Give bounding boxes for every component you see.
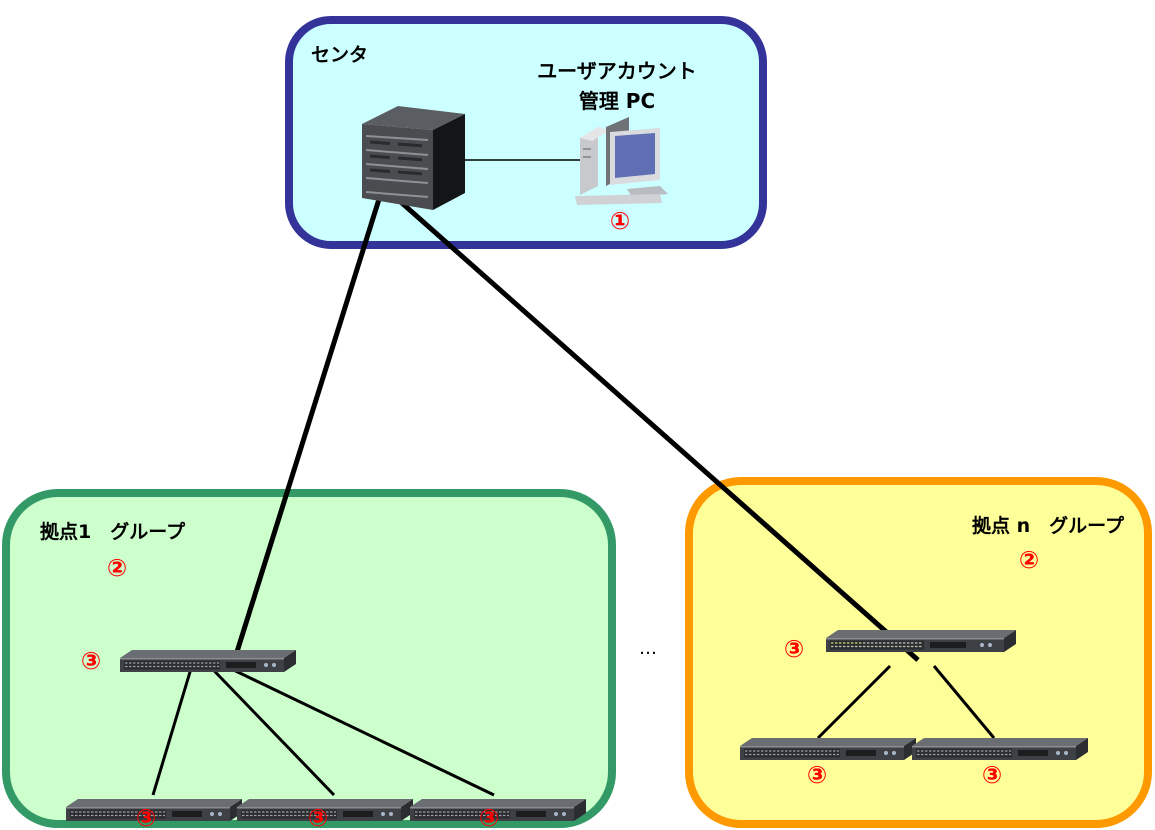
site1-access-links [151,650,495,797]
siten-group-label: 拠点 n グループ [972,514,1125,537]
siten-edge1-marker: ③ [807,761,827,789]
chassis-router-icon [362,106,465,210]
site1-core-switch-marker: ③ [81,647,101,675]
siten-edge2-marker: ③ [982,761,1002,789]
pc-label-line1: ユーザアカウント [537,59,697,83]
link-site1-edge3 [195,650,495,797]
siten-core-switch [825,629,1017,653]
site1-core-switch [119,649,297,673]
link-site1-edge1 [151,651,198,796]
pc-label-line2: 管理 PC [579,89,655,113]
siten-access-links [816,664,996,740]
link-center-siten [392,194,920,662]
pc-marker: ① [610,207,630,235]
center-group-label: センタ [311,44,368,66]
siten-group-marker: ② [1019,546,1039,574]
site1-edge3-marker: ③ [479,804,499,830]
site1-group-box [2,489,616,828]
link-siten-edge2 [932,665,996,739]
site1-group-marker: ② [107,554,127,582]
ellipsis: … [639,638,657,659]
siten-edge-switch-2 [911,737,1089,761]
desktop-pc-icon [575,117,668,205]
link-siten-edge1 [816,664,892,740]
siten-edge-switch-1 [739,737,917,761]
link-center-site1 [233,195,383,656]
site1-group-label: 拠点1 グループ [40,520,186,543]
site1-edge2-marker: ③ [308,804,328,830]
link-site1-edge2 [194,650,336,797]
siten-core-switch-marker: ③ [784,635,804,663]
site1-edge1-marker: ③ [136,804,156,830]
